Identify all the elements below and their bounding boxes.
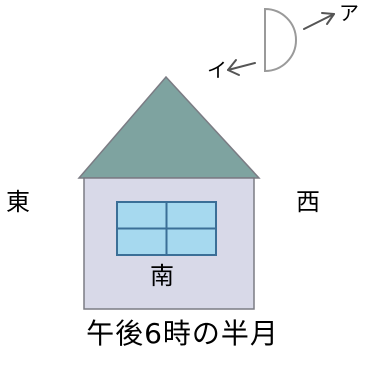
arrow-i-icon — [227, 59, 256, 76]
house-window — [116, 201, 217, 256]
direction-south-label: 南 — [150, 262, 174, 290]
arrow-a-icon — [303, 12, 335, 30]
caption: 午後6時の半月 — [86, 317, 279, 350]
arrow-a-label: ア — [339, 1, 359, 25]
direction-east-label: 東 — [6, 188, 30, 216]
half-moon-icon — [264, 7, 297, 73]
direction-west-label: 西 — [296, 188, 320, 216]
house-roof — [77, 75, 261, 179]
arrow-i-label: イ — [207, 58, 227, 82]
